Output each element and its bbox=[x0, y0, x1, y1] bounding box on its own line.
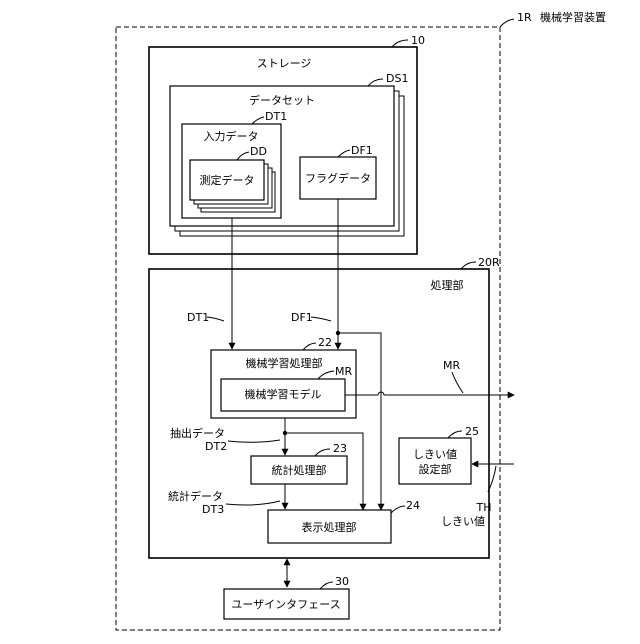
apparatus-leader-line bbox=[500, 19, 514, 27]
user-interface-leader-line bbox=[320, 582, 333, 589]
statistics-processing-leader-line bbox=[315, 449, 330, 456]
user-interface-label: ユーザインタフェース bbox=[231, 598, 340, 611]
threshold-setting-label-line1: しきい値 bbox=[413, 448, 457, 461]
mr-output-tick bbox=[452, 372, 463, 393]
threshold-setting-label-line2: 設定部 bbox=[419, 462, 452, 476]
measurement-data-ref: DD bbox=[250, 145, 267, 158]
threshold-setting-leader-line bbox=[448, 431, 462, 438]
threshold-setting-ref: 25 bbox=[465, 425, 479, 438]
df1-signal-tick bbox=[311, 317, 331, 321]
threshold-setting-box bbox=[399, 438, 471, 484]
processing-unit-label: 処理部 bbox=[431, 278, 464, 292]
statistics-processing-label: 統計処理部 bbox=[272, 463, 327, 477]
flag-data-label: フラグデータ bbox=[305, 171, 371, 185]
input-data-label: 入力データ bbox=[204, 129, 259, 143]
statistics-data-label: 統計データ bbox=[168, 489, 223, 503]
dt1-signal-label: DT1 bbox=[187, 311, 209, 324]
ml-model-label: 機械学習モデル bbox=[245, 387, 322, 401]
user-interface-ref: 30 bbox=[335, 575, 349, 588]
statistics-processing-ref: 23 bbox=[333, 442, 347, 455]
processing-unit-ref: 20R bbox=[478, 256, 500, 269]
mr-output-label: MR bbox=[443, 359, 460, 372]
dataset-ref: DS1 bbox=[386, 72, 408, 85]
measurement-data-label: 測定データ bbox=[200, 173, 255, 187]
df1-signal-label: DF1 bbox=[291, 311, 313, 324]
processing-unit-leader-line bbox=[461, 262, 476, 269]
ml-processing-label: 機械学習処理部 bbox=[246, 356, 323, 370]
th-ref: TH bbox=[476, 501, 492, 514]
flag-data-ref: DF1 bbox=[351, 144, 373, 157]
ml-processing-ref: 22 bbox=[318, 336, 332, 349]
extracted-data-label: 抽出データ bbox=[170, 426, 225, 440]
display-processing-label: 表示処理部 bbox=[302, 520, 357, 534]
th-label: しきい値 bbox=[441, 515, 485, 528]
ml-processing-leader-line bbox=[303, 343, 316, 350]
dt3-tick bbox=[226, 501, 280, 505]
storage-leader-line bbox=[392, 40, 408, 47]
input-data-ref: DT1 bbox=[265, 110, 287, 123]
dt3-label: DT3 bbox=[202, 503, 224, 516]
dataset-label: データセット bbox=[249, 93, 315, 107]
dt2-label: DT2 bbox=[205, 440, 227, 453]
display-processing-leader-line bbox=[391, 506, 405, 513]
apparatus-title: 機械学習装置 bbox=[540, 10, 606, 24]
storage-ref: 10 bbox=[411, 34, 425, 47]
storage-label: ストレージ bbox=[257, 57, 312, 70]
display-processing-ref: 24 bbox=[406, 499, 420, 512]
dt1-signal-tick bbox=[207, 317, 224, 321]
dt2-tick bbox=[228, 440, 280, 442]
ml-model-ref: MR bbox=[335, 365, 352, 378]
apparatus-ref: 1R bbox=[517, 11, 532, 24]
